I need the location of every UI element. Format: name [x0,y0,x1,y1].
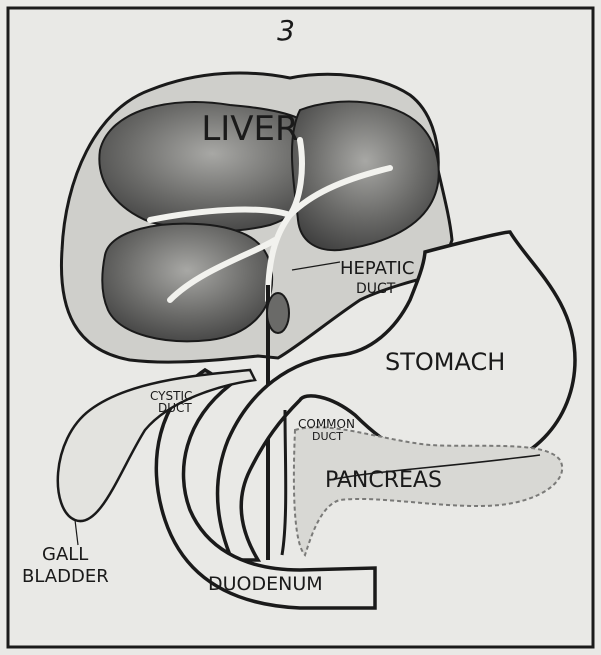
label-stomach: STOMACH [385,348,505,376]
label-liver: LIVER [201,109,298,149]
common-duct [282,410,286,555]
label-bladder: BLADDER [22,566,109,587]
label-cystic-2: DUCT [158,401,192,415]
gall-pointer [75,520,78,545]
label-pancreas: PANCREAS [325,468,442,493]
label-common-2: DUCT [312,430,343,443]
duct-node [267,293,289,333]
label-duodenum: DUODENUM [208,573,323,595]
label-hepatic-1: HEPATIC [340,258,414,279]
figure-number: 3 [277,14,295,47]
label-hepatic-2: DUCT [356,281,396,297]
label-gall: GALL [42,544,88,565]
label-common-1: COMMON [298,417,355,431]
